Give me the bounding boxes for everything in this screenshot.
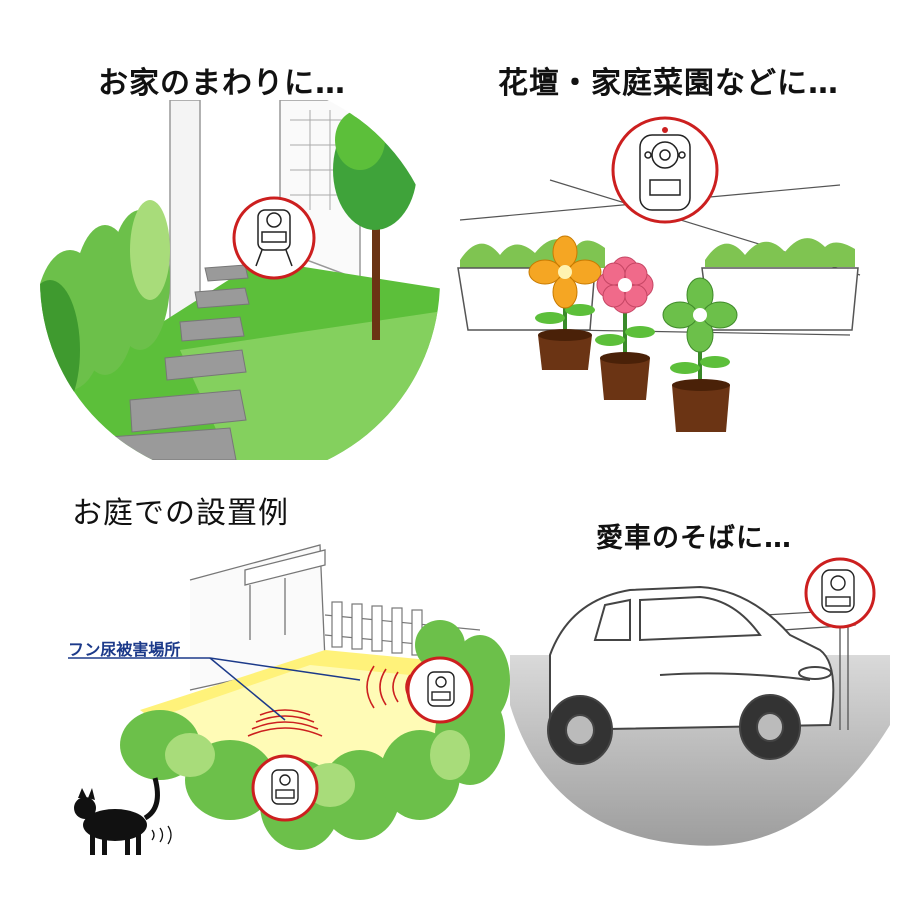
yard-example-illustration xyxy=(68,544,510,855)
panel-heading-car: 愛車のそばに… xyxy=(596,523,792,554)
house-scene-illustration xyxy=(40,100,440,460)
garden-bed-scene-illustration xyxy=(457,116,861,432)
car-icon xyxy=(547,585,835,765)
repeller-device-icon xyxy=(427,671,455,707)
car-scene-illustration xyxy=(510,557,890,846)
pink-flower-pot xyxy=(595,256,655,400)
panel-heading-house: お家のまわりに… xyxy=(98,66,346,101)
orange-flower-pot xyxy=(528,235,602,370)
panel-heading-garden-bed: 花壇・家庭菜園などに… xyxy=(498,66,839,101)
green-flower-pot xyxy=(662,277,738,432)
cat-silhouette-icon xyxy=(74,777,160,855)
damage-location-label: フン尿被害場所 xyxy=(68,640,181,659)
repeller-device-icon xyxy=(821,569,855,613)
panel-heading-yard-example: お庭での設置例 xyxy=(72,496,289,531)
repeller-device-icon xyxy=(271,769,299,805)
repeller-device-icon xyxy=(255,209,293,267)
repeller-device-icon xyxy=(639,127,691,211)
